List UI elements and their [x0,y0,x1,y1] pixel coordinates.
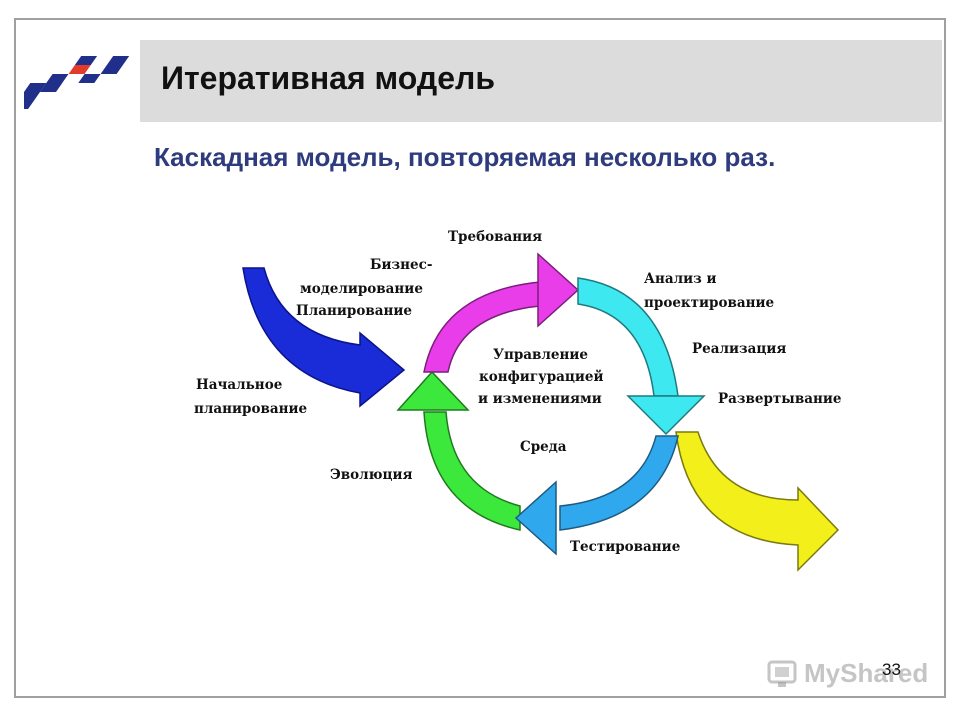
myshared-logo-icon [767,660,797,687]
label-implementation: Реализация [692,341,786,357]
label-business-2: моделирование [300,281,423,297]
label-business-1: Бизнес- [370,257,432,273]
ring-segment-testing [559,435,679,531]
ring-arrow-evolution [396,370,470,411]
exit-arrow [675,431,840,572]
title-bar [140,40,942,122]
label-center-2: конфигурацией [479,369,604,385]
watermark-text: MyShared [804,658,929,688]
label-center-3: и изменениями [478,391,602,407]
ring-arrow-implementation [626,395,706,436]
label-initial-2: планирование [194,401,307,417]
watermark: MyShared [766,656,929,692]
label-analysis-2: проектирование [644,295,774,311]
slide-subtitle: Каскадная модель, повторяемая несколько … [154,142,776,172]
label-requirements: Требования [448,229,542,245]
label-evolution: Эволюция [330,467,412,483]
page-number: 33 [882,660,901,679]
label-testing: Тестирование [570,539,680,555]
label-environment: Среда [520,439,567,455]
ring-segment-evolution [423,411,521,531]
label-analysis-1: Анализ и [644,271,716,287]
entry-arrow [242,267,406,408]
checkered-flag-logo-icon [24,56,130,109]
slide-frame [14,18,946,698]
ring-arrow-requirements [537,252,580,328]
label-initial-1: Начальное [196,377,282,393]
label-business-3: Планирование [296,303,412,319]
ring-arrow-testing [514,480,557,556]
slide-title: Итеративная модель [161,60,495,96]
label-center-1: Управление [493,347,588,363]
label-deployment: Развертывание [718,391,841,407]
